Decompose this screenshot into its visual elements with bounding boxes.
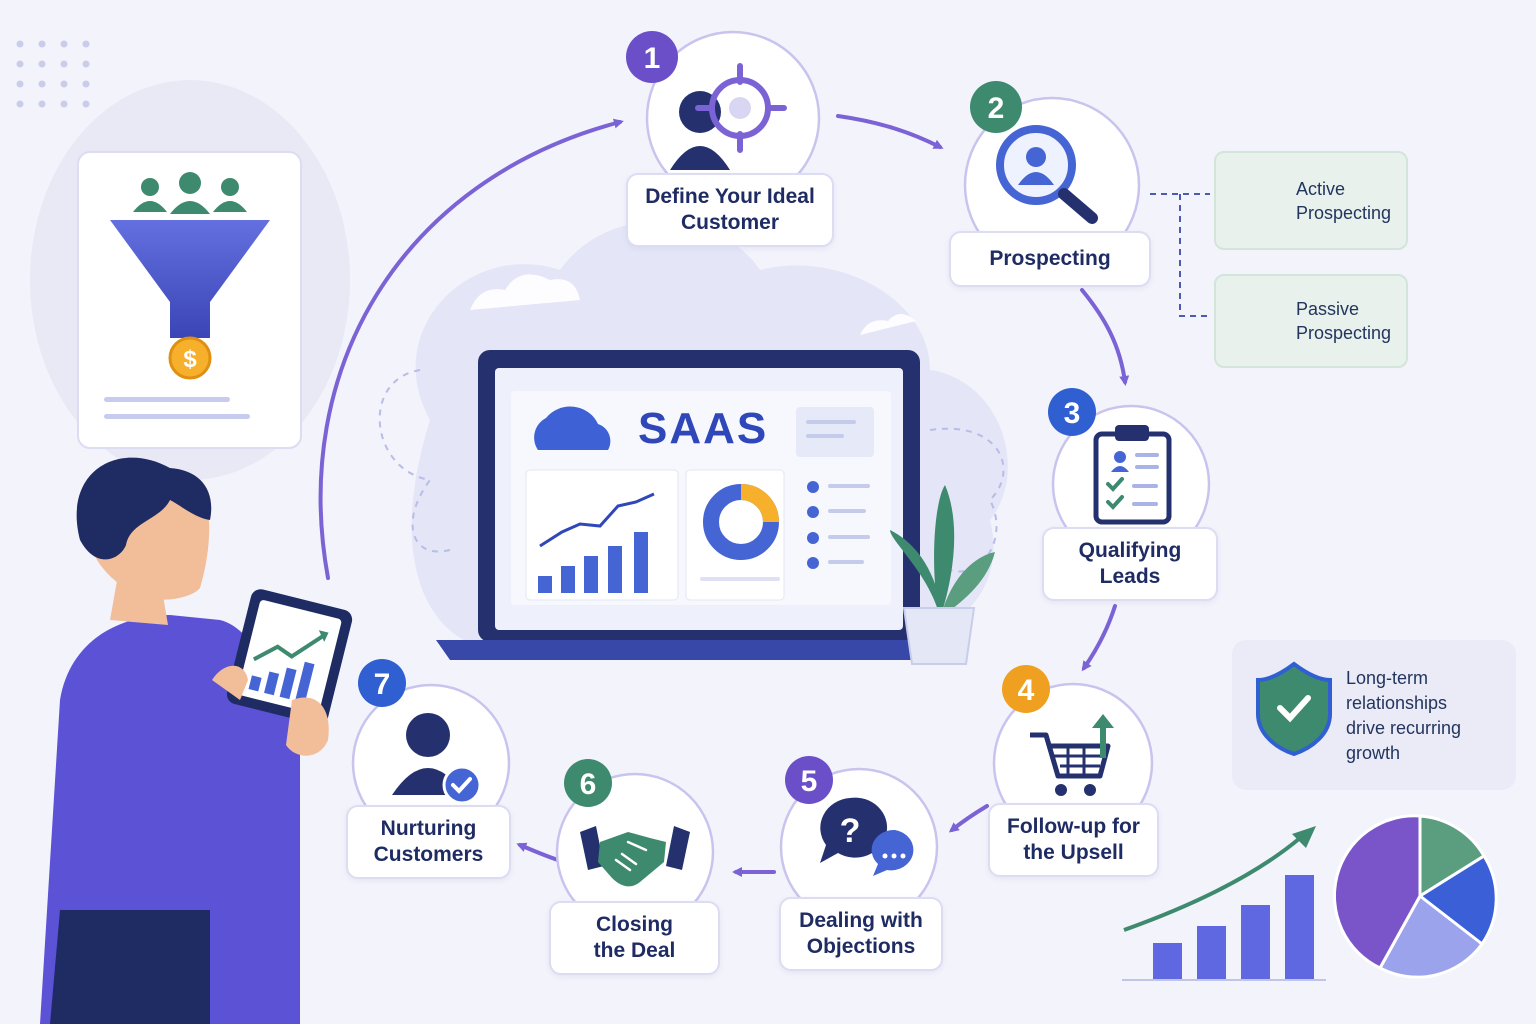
svg-text:?: ? (840, 812, 861, 850)
step-label-6: Closing the Deal (549, 901, 720, 975)
prospecting-connector (1150, 193, 1210, 317)
arrow-3-to-4 (1081, 604, 1117, 672)
passive-prospecting-line2: Prospecting (1296, 323, 1392, 343)
step-label-3: Qualifying Leads (1042, 527, 1218, 601)
note-line1: Long-term (1346, 668, 1429, 688)
note-line3: drive recurring (1346, 718, 1462, 738)
passive-prospecting-card: Passive Prospecting (1214, 274, 1408, 368)
man-with-tablet (40, 457, 353, 1024)
note-line4: growth (1346, 743, 1401, 763)
svg-text:3: 3 (1064, 397, 1081, 430)
person-check-icon (392, 713, 482, 805)
pie-chart-icon (1332, 814, 1498, 979)
svg-text:1: 1 (644, 42, 661, 75)
growth-note-card: Long-term relationships drive recurring … (1232, 640, 1516, 790)
passive-prospecting-line1: Passive (1296, 299, 1360, 319)
number-badges: 1 2 3 4 5 6 7 (358, 31, 1096, 807)
arrow-7-to-1 (318, 118, 624, 580)
step-badge-6: 6 (564, 759, 612, 807)
people-group-icon (133, 172, 247, 214)
arrow-1-to-2 (836, 114, 944, 149)
funnel-card: $ (77, 151, 302, 449)
question-chat-icon: ? (820, 797, 914, 876)
arrow-6-to-7 (516, 842, 560, 862)
potted-plant-icon (890, 485, 995, 665)
saas-title: SAAS (638, 404, 769, 453)
step-badge-4: 4 (1002, 665, 1050, 713)
note-line2: relationships (1346, 693, 1448, 713)
dollar-coin-icon: $ (168, 336, 212, 380)
target-person-icon (670, 63, 787, 170)
dot-grid-decor (16, 40, 90, 108)
active-prospecting-card: Active Prospecting (1214, 151, 1408, 250)
svg-text:7: 7 (374, 668, 391, 701)
step-label-5: Dealing with Objections (779, 897, 943, 971)
step-badge-5: 5 (785, 756, 833, 804)
magnifier-person-icon (996, 125, 1098, 224)
svg-text:4: 4 (1018, 674, 1035, 707)
step-label-2: Prospecting (949, 231, 1151, 287)
active-prospecting-line2: Prospecting (1296, 202, 1392, 223)
step-label-7: Nurturing Customers (346, 805, 511, 879)
svg-text:2: 2 (988, 92, 1005, 125)
laptop-dashboard-icon (436, 350, 962, 660)
step-label-4: Follow-up for the Upsell (988, 803, 1159, 877)
step-label-1: Define Your Ideal Customer (626, 173, 834, 247)
svg-text:$: $ (183, 346, 197, 373)
flow-arrows (318, 114, 1130, 877)
shield-check-icon (1256, 661, 1332, 757)
growth-bar-chart-icon (1122, 826, 1326, 981)
step-badge-1: 1 (626, 31, 678, 83)
cart-arrow-icon (1030, 714, 1114, 796)
arrow-2-to-3 (1080, 288, 1130, 386)
funnel-icon (110, 220, 270, 338)
svg-text:6: 6 (580, 768, 597, 801)
step-badge-3: 3 (1048, 388, 1096, 436)
svg-text:5: 5 (801, 765, 818, 798)
arrow-4-to-5 (948, 804, 989, 833)
active-prospecting-line1: Active (1296, 178, 1346, 199)
clipboard-checklist-icon (1093, 425, 1172, 525)
step-badge-7: 7 (358, 659, 406, 707)
handshake-icon (580, 826, 690, 887)
step-badge-2: 2 (970, 81, 1022, 133)
